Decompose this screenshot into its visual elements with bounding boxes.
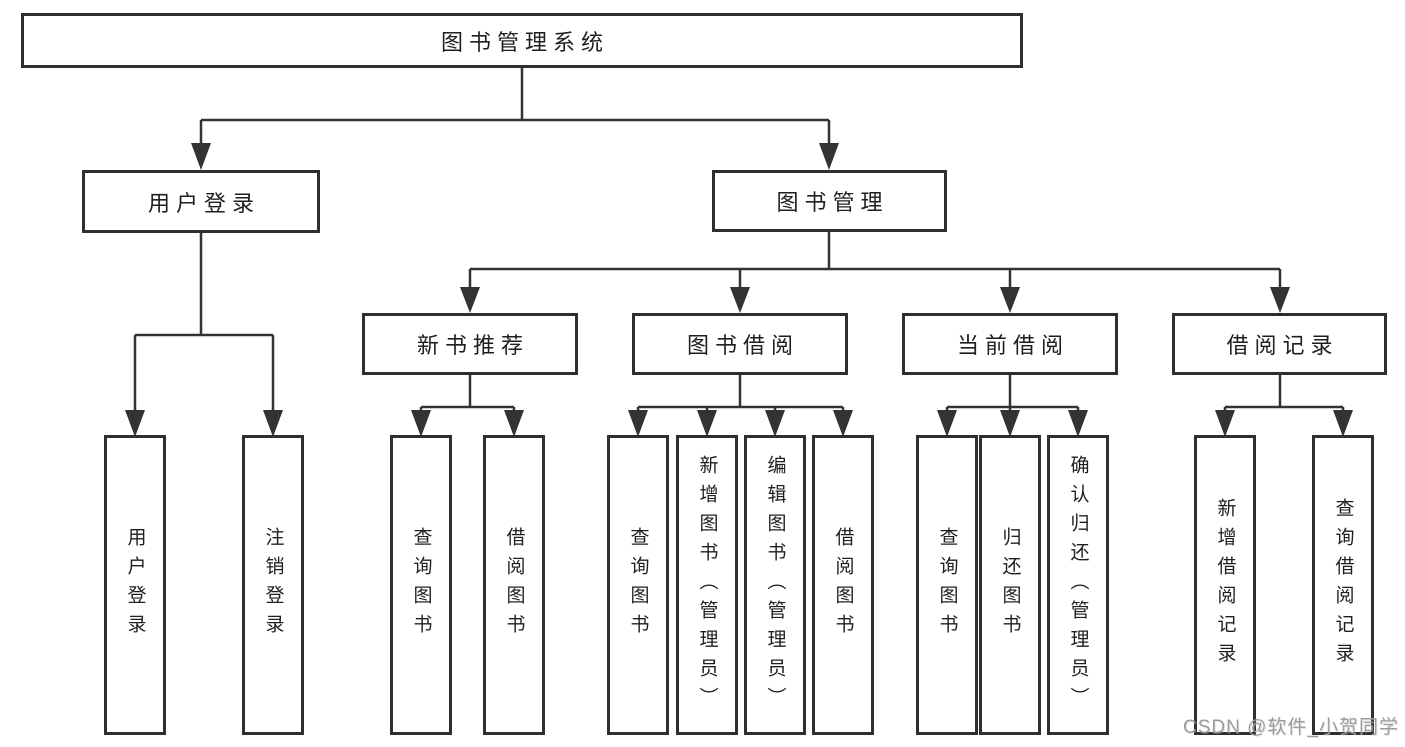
leaf-label: 查询图书 <box>936 527 958 643</box>
node-book-management-branch: 图书管理 <box>712 170 947 232</box>
leaf-borrow-books-recommend: 借阅图书 <box>483 435 545 735</box>
leaf-label: 确认归还（管理员） <box>1067 454 1089 716</box>
node-borrowing-records: 借阅记录 <box>1172 313 1387 375</box>
node-library-management-system: 图书管理系统 <box>21 13 1023 68</box>
leaf-label: 借阅图书 <box>503 527 525 643</box>
node-label: 当前借阅 <box>956 333 1069 358</box>
leaf-label: 归还图书 <box>999 527 1021 643</box>
node-label: 新书推荐 <box>416 333 529 358</box>
leaf-return-books: 归还图书 <box>979 435 1041 735</box>
leaf-label: 借阅图书 <box>832 527 854 643</box>
csdn-watermark: CSDN @软件_小贺同学 <box>1183 717 1399 738</box>
node-new-book-recommendation: 新书推荐 <box>362 313 578 375</box>
leaf-confirm-return-admin: 确认归还（管理员） <box>1047 435 1109 735</box>
node-book-borrowing: 图书借阅 <box>632 313 848 375</box>
leaf-query-books-recommend: 查询图书 <box>390 435 452 735</box>
leaf-query-books-current: 查询图书 <box>916 435 978 735</box>
leaf-label: 用户登录 <box>124 527 146 643</box>
node-current-borrowing: 当前借阅 <box>902 313 1118 375</box>
node-label: 图书管理 <box>776 190 889 215</box>
leaf-edit-books-admin: 编辑图书（管理员） <box>744 435 806 735</box>
leaf-add-borrow-record: 新增借阅记录 <box>1194 435 1256 735</box>
node-user-login-branch: 用户登录 <box>82 170 320 233</box>
leaf-label: 新增图书（管理员） <box>696 454 718 716</box>
leaf-logout: 注销登录 <box>242 435 304 735</box>
leaf-label: 查询借阅记录 <box>1332 498 1354 672</box>
leaf-borrow-books: 借阅图书 <box>812 435 874 735</box>
node-label: 图书管理系统 <box>440 29 609 55</box>
leaf-label: 编辑图书（管理员） <box>764 454 786 716</box>
leaf-user-login: 用户登录 <box>104 435 166 735</box>
leaf-label: 新增借阅记录 <box>1214 498 1236 672</box>
node-label: 借阅记录 <box>1226 333 1339 358</box>
node-label: 用户登录 <box>147 190 260 216</box>
leaf-add-books-admin: 新增图书（管理员） <box>676 435 738 735</box>
leaf-label: 查询图书 <box>627 527 649 643</box>
leaf-query-borrow-record: 查询借阅记录 <box>1312 435 1374 735</box>
leaf-query-books-borrowing: 查询图书 <box>607 435 669 735</box>
leaf-label: 注销登录 <box>262 527 284 643</box>
leaf-label: 查询图书 <box>410 527 432 643</box>
node-label: 图书借阅 <box>686 333 799 358</box>
